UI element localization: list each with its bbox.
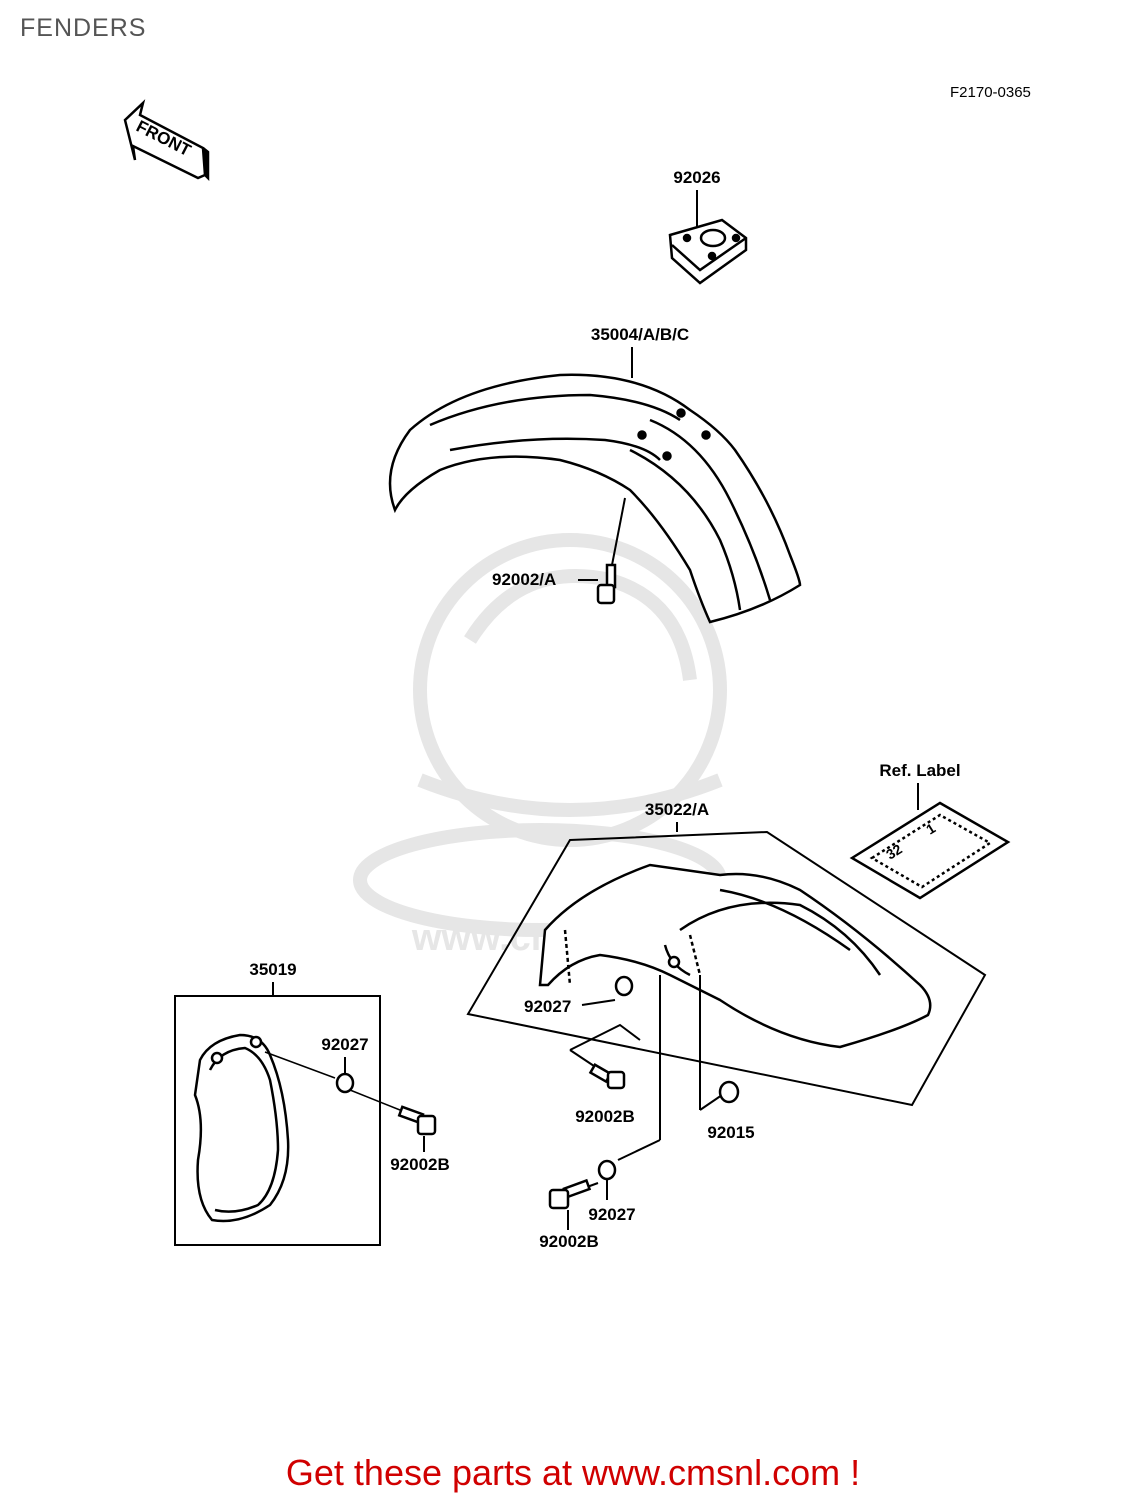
part-92027-washer-bottom xyxy=(597,1159,617,1181)
ref-label-sticker xyxy=(849,801,1011,900)
label-92002b-side: 92002B xyxy=(390,1155,450,1174)
label-35019: 35019 xyxy=(249,960,296,979)
page-title: FENDERS xyxy=(20,14,147,42)
parts-diagram: www.cmsnl.com F2170-0365 FRONT 92026 350… xyxy=(123,84,1031,1251)
ref-label-mark-32: 32 xyxy=(883,841,905,863)
part-92002b-bolt-bottom xyxy=(548,1178,592,1210)
label-92027-rear-top: 92027 xyxy=(524,997,571,1016)
part-92002b-bolt-mid xyxy=(588,1063,626,1090)
cta-link[interactable]: Get these parts at www.cmsnl.com ! xyxy=(0,1452,1146,1494)
cta-text[interactable]: Get these parts at www.cmsnl.com ! xyxy=(285,1452,861,1493)
part-92026-bracket xyxy=(668,218,748,285)
label-92002b-rear-mid: 92002B xyxy=(575,1107,635,1126)
label-35022: 35022/A xyxy=(645,800,709,819)
side-cover-group-outline xyxy=(174,995,381,1246)
label-ref-label: Ref. Label xyxy=(879,761,960,780)
part-92027-washer-side xyxy=(335,1072,355,1094)
label-92027-rear-bottom: 92027 xyxy=(588,1205,635,1224)
rear-fender-group-outline xyxy=(466,830,987,1107)
label-92015: 92015 xyxy=(707,1123,754,1142)
label-92027-side: 92027 xyxy=(321,1035,368,1054)
part-92002a-bolt xyxy=(596,563,617,605)
part-35022-rear-fender xyxy=(538,863,932,1049)
label-92002a: 92002/A xyxy=(492,570,556,589)
part-92027-washer-top xyxy=(614,975,634,997)
part-35019-side-cover xyxy=(193,1033,290,1223)
part-92002b-bolt-side xyxy=(397,1105,437,1136)
front-arrow-icon xyxy=(123,99,210,182)
label-92026: 92026 xyxy=(673,168,720,187)
part-35004-front-fender xyxy=(388,373,802,624)
label-35004: 35004/A/B/C xyxy=(591,325,689,344)
part-92015-nut xyxy=(718,1080,740,1104)
label-92002b-rear-bottom: 92002B xyxy=(539,1232,599,1251)
figure-code: F2170-0365 xyxy=(950,84,1031,101)
